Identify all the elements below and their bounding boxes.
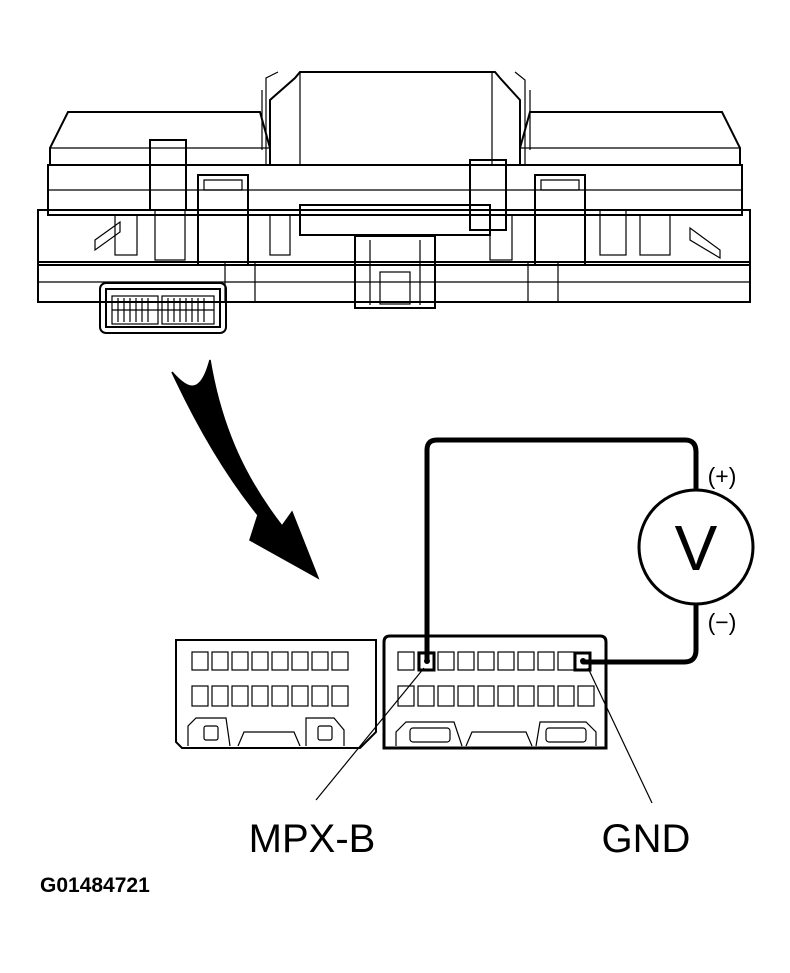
figure-id: G01484721 bbox=[40, 874, 150, 897]
positive-lead bbox=[424, 437, 699, 664]
gnd-leader bbox=[587, 667, 653, 804]
negative-polarity-label: (−) bbox=[708, 609, 737, 635]
gnd-label: GND bbox=[602, 817, 691, 861]
zoom-arrow bbox=[171, 359, 320, 580]
mpx-b-label: MPX-B bbox=[249, 817, 376, 861]
control-unit-drawing bbox=[37, 71, 751, 334]
voltmeter: V bbox=[637, 488, 755, 606]
mpx-b-leader bbox=[315, 667, 425, 801]
voltmeter-symbol: V bbox=[675, 512, 718, 584]
positive-polarity-label: (+) bbox=[708, 463, 737, 489]
negative-lead bbox=[580, 600, 699, 665]
connector-face bbox=[175, 634, 608, 750]
